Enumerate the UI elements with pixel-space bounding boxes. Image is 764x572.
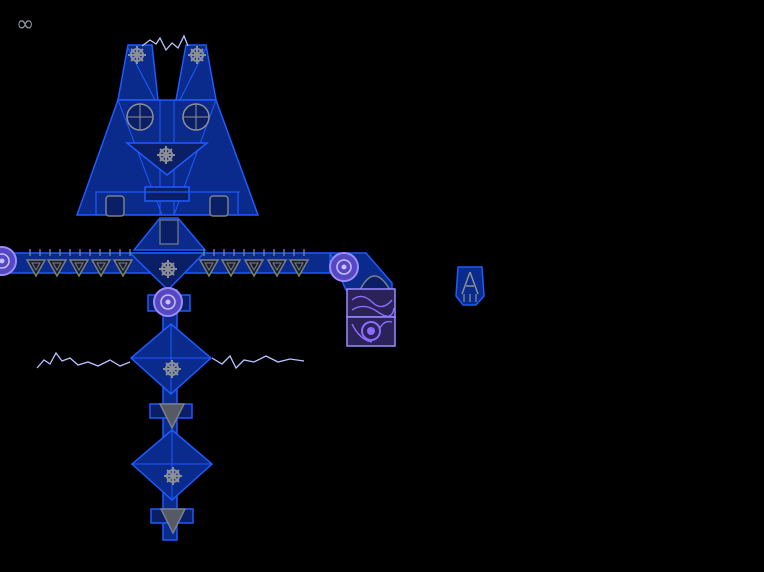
fortress-spine	[129, 287, 214, 541]
fortress-neck	[132, 217, 207, 251]
spike-icon	[158, 403, 186, 430]
sensor-dish-left	[126, 103, 154, 131]
turret-pod-icon	[329, 252, 359, 282]
spike-icon	[159, 508, 187, 535]
lightning-icon	[141, 34, 189, 52]
fortress-arms	[0, 246, 393, 292]
lightning-icon	[36, 351, 131, 369]
drone-icon[interactable]	[455, 266, 485, 306]
reactor-icon	[346, 275, 396, 347]
sensor-dish-right	[182, 103, 210, 131]
lightning-icon	[211, 354, 305, 370]
turret-pod-icon	[153, 287, 183, 317]
fortress-upper	[75, 34, 260, 217]
infinity-icon: ∞	[16, 12, 35, 37]
